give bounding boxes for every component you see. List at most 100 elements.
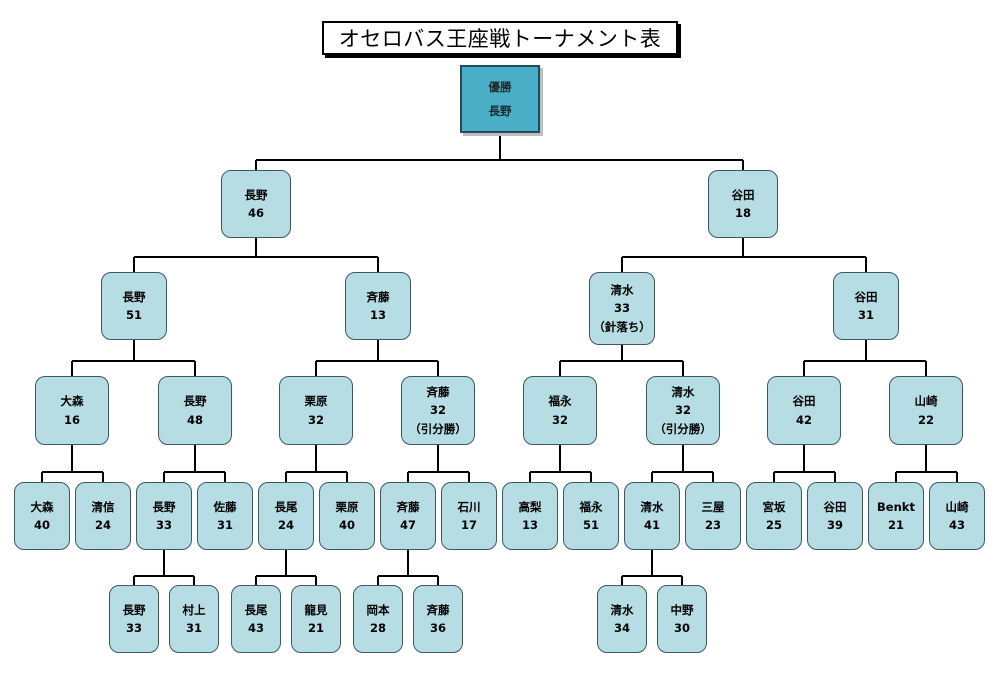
bracket-node-r0-6: 斉藤 36 <box>413 585 463 653</box>
connector-qf-3 <box>285 445 348 482</box>
player-score: 31 <box>216 518 233 532</box>
connector-qf-8 <box>895 445 958 482</box>
player-name: 栗原 <box>335 499 359 514</box>
player-score: 32 <box>674 403 691 418</box>
player-score: 43 <box>247 621 264 635</box>
bracket-node-semi-3: 清水 33 （針落ち） <box>589 272 655 345</box>
player-name: 斉藤 <box>426 602 450 617</box>
player-name: 清水 <box>640 499 664 514</box>
player-name: 佐藤 <box>213 499 237 514</box>
player-name: 龍見 <box>304 602 328 617</box>
connector-r1-5 <box>255 550 317 585</box>
player-name: 中野 <box>670 602 694 617</box>
player-score: 16 <box>63 412 80 427</box>
player-score: 24 <box>94 518 111 532</box>
result-note: （引分勝） <box>654 421 712 436</box>
player-name: 長野 <box>122 289 146 304</box>
player-name: 清水 <box>610 282 634 297</box>
player-score: 33 <box>613 301 630 316</box>
player-score: 51 <box>582 518 599 532</box>
connector-semi-2 <box>315 340 439 376</box>
player-score: 24 <box>277 518 294 532</box>
player-score: 17 <box>460 518 477 532</box>
bracket-node-r1-2: 清信 24 <box>75 482 131 550</box>
player-name: 栗原 <box>304 394 328 409</box>
player-name: 清信 <box>91 499 115 514</box>
champion-label: 優勝 <box>488 79 512 94</box>
player-name: 谷田 <box>731 187 755 202</box>
connector-champion <box>255 133 744 170</box>
player-name: 長野 <box>183 394 207 409</box>
connector-r1-3 <box>133 550 195 585</box>
bracket-node-r1-6: 栗原 40 <box>319 482 375 550</box>
player-score: 47 <box>399 518 416 532</box>
player-score: 46 <box>247 206 264 220</box>
player-name: 山崎 <box>914 394 938 409</box>
diagram-title: オセロバス王座戦トーナメント表 <box>322 21 678 55</box>
player-score: 31 <box>857 308 874 322</box>
connector-semi-1 <box>71 340 196 376</box>
player-name: 谷田 <box>854 289 878 304</box>
player-score: 43 <box>948 518 965 532</box>
connector-qf-6 <box>651 445 714 482</box>
player-score: 42 <box>795 412 812 427</box>
player-name: 斉藤 <box>426 384 450 399</box>
player-score: 34 <box>613 621 630 635</box>
bracket-node-r1-4: 佐藤 31 <box>197 482 253 550</box>
player-score: 32 <box>429 403 446 418</box>
player-name: 谷田 <box>792 394 816 409</box>
player-score: 40 <box>338 518 355 532</box>
bracket-node-qf-2: 長野 48 <box>158 376 232 445</box>
champion-box: 優勝 長野 <box>460 65 540 133</box>
connector-qf-2 <box>163 445 226 482</box>
player-name: 大森 <box>60 394 84 409</box>
player-score: 25 <box>765 518 782 532</box>
player-name: 長野 <box>152 499 176 514</box>
connector-r1-11 <box>621 550 683 585</box>
connector-qf-7 <box>773 445 836 482</box>
player-name: 宮坂 <box>762 499 786 514</box>
player-score: 23 <box>704 518 721 532</box>
player-name: 清水 <box>671 384 695 399</box>
player-score: 18 <box>734 206 751 220</box>
player-score: 22 <box>917 412 934 427</box>
player-name: 斉藤 <box>366 289 390 304</box>
player-score: 32 <box>551 412 568 427</box>
bracket-node-qf-1: 大森 16 <box>35 376 109 445</box>
player-score: 39 <box>826 518 843 532</box>
player-score: 51 <box>125 308 142 322</box>
connector-qf-4 <box>407 445 470 482</box>
bracket-node-r0-4: 龍見 21 <box>291 585 341 653</box>
player-score: 21 <box>307 621 324 635</box>
player-score: 33 <box>155 518 172 532</box>
connector-r1-7 <box>377 550 439 585</box>
connector-final-right <box>621 238 867 272</box>
connector-semi-4 <box>803 340 927 376</box>
result-note: （針落ち） <box>593 319 651 334</box>
player-score: 36 <box>429 621 446 635</box>
player-score: 48 <box>186 412 203 427</box>
player-score: 30 <box>673 621 690 635</box>
bracket-node-semi-1: 長野 51 <box>101 272 167 340</box>
player-score: 28 <box>369 621 386 635</box>
bracket-node-final-right: 谷田 18 <box>708 170 778 238</box>
